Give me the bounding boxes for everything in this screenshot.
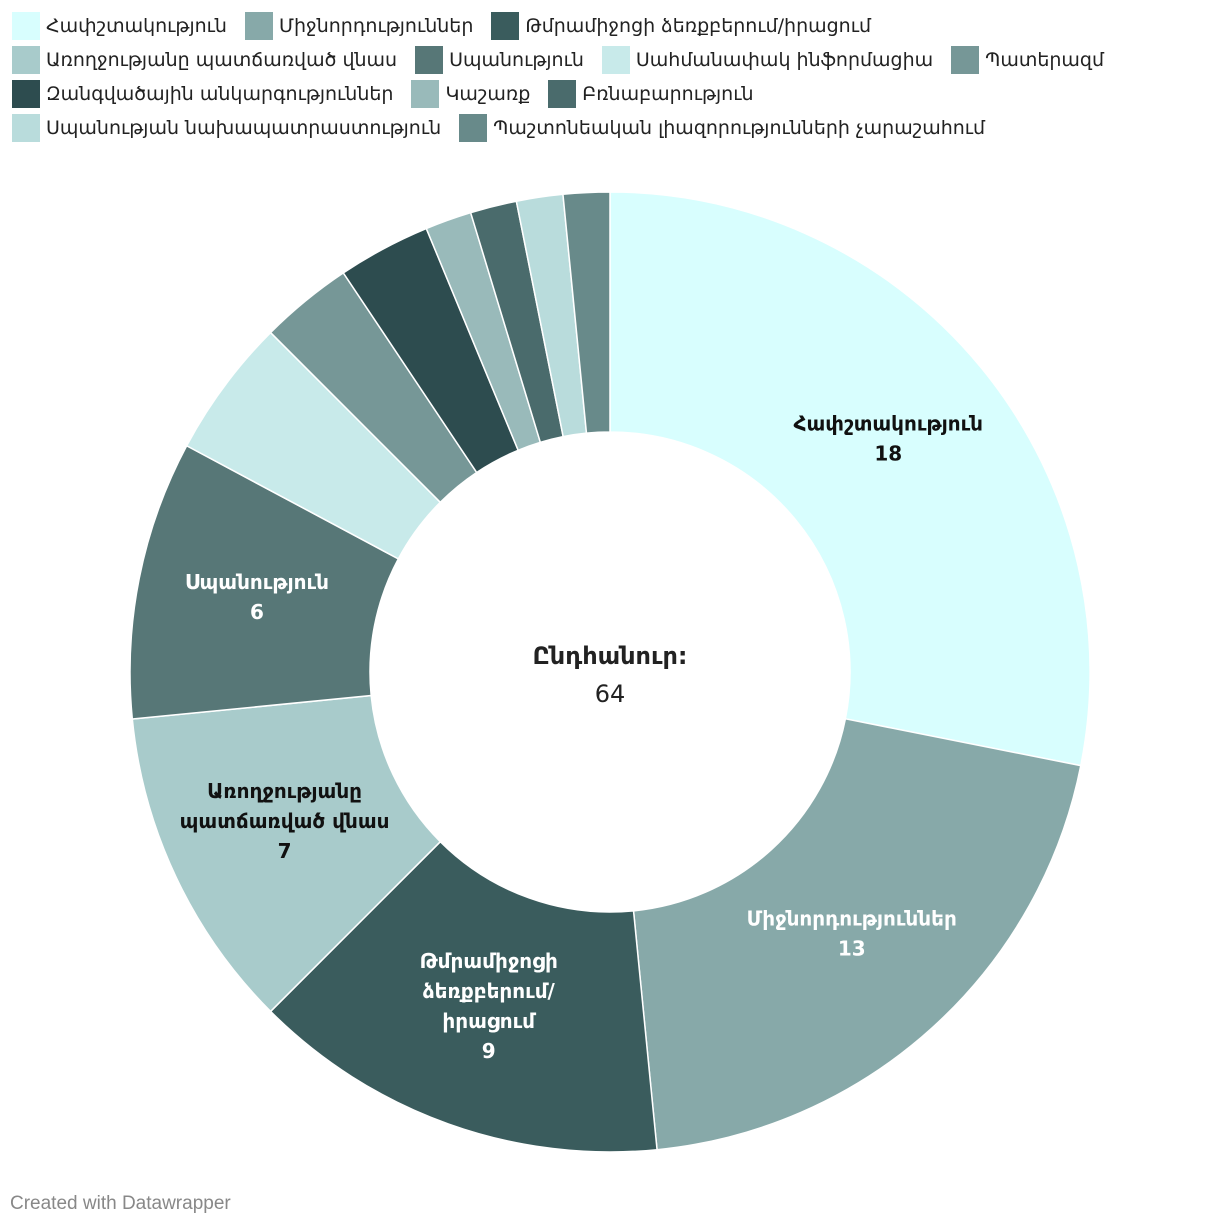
slice-name-label: պատճառված վնաս (180, 809, 390, 833)
slice-value-label: 7 (278, 839, 292, 863)
slice-name-label: Հափշտակություն (794, 412, 984, 436)
legend-label: Թմրամիջոցի ձեռքբերում/իրացում (525, 15, 872, 37)
legend-swatch (244, 12, 273, 40)
legend-item: Միջնորդություններ (244, 12, 474, 40)
donut-slice[interactable] (269, 840, 658, 1153)
legend-label: Զանգվածային անկարգություններ (46, 83, 394, 105)
legend-item: Թմրամիջոցի ձեռքբերում/իրացում (491, 12, 871, 40)
legend-item: Սահմանափակ ինֆորմացիա (601, 46, 934, 74)
legend-swatch (951, 46, 980, 74)
slice-name-label: ձեռքբերում/ (423, 979, 556, 1003)
donut-slice[interactable] (632, 717, 1082, 1151)
legend-label: Բռնաբարություն (582, 83, 754, 105)
legend-swatch (12, 80, 40, 108)
legend-swatch (411, 80, 440, 108)
donut-slice[interactable] (562, 191, 611, 434)
legend-label: Պատերազմ (985, 49, 1105, 71)
legend-swatch (548, 80, 577, 108)
legend-item: Զանգվածային անկարգություններ (12, 80, 393, 108)
legend: Հափշտակություն Միջնորդություններ Թմրամիջոց… (12, 12, 1212, 142)
legend-item: Պաշտոնեական լիազորությունների չարաշահում (459, 114, 985, 142)
slice-value-label: 13 (838, 937, 866, 961)
legend-item: Պատերազմ (951, 46, 1104, 74)
legend-label: Միջնորդություններ (278, 15, 474, 37)
legend-swatch (12, 114, 40, 142)
legend-item: Առողջությանը պատճառված վնաս (12, 46, 397, 74)
legend-label: Պաշտոնեական լիազորությունների չարաշահում (493, 117, 986, 139)
slice-name-label: իրացում (442, 1009, 536, 1033)
slice-value-label: 18 (874, 442, 902, 466)
slice-value-label: 6 (250, 600, 264, 624)
donut-slice[interactable] (129, 444, 400, 720)
legend-label: Սպանություն (449, 49, 584, 71)
legend-label: Հափշտակություն (46, 15, 227, 37)
legend-swatch (12, 46, 40, 74)
legend-swatch (12, 12, 40, 40)
slice-name-label: Միջնորդություններ (747, 907, 957, 931)
legend-item: Բռնաբարություն (548, 80, 754, 108)
legend-label: Առողջությանը պատճառված վնաս (46, 49, 398, 71)
total-value: 64 (595, 680, 626, 708)
slice-name-label: Սպանություն (185, 570, 329, 594)
legend-label: Սպանության նախապատրաստություն (46, 117, 442, 139)
legend-item: Սպանության նախապատրաստություն (12, 114, 441, 142)
donut-slice[interactable] (609, 191, 1091, 767)
legend-label: Կաշառք (445, 83, 531, 105)
slice-name-label: Թմրամիջոցի (420, 949, 558, 973)
legend-swatch (601, 46, 630, 74)
legend-swatch (415, 46, 444, 74)
slice-name-label: Առողջությանը (207, 779, 362, 803)
legend-item: Կաշառք (411, 80, 530, 108)
legend-swatch (459, 114, 488, 142)
donut-slice[interactable] (131, 694, 442, 1013)
legend-item: Հափշտակություն (12, 12, 227, 40)
legend-label: Սահմանափակ ինֆորմացիա (635, 49, 934, 71)
footer-credit: Created with Datawrapper (10, 1193, 231, 1214)
total-label: Ընդհանուր: (533, 642, 688, 670)
legend-swatch (491, 12, 520, 40)
legend-item: Սպանություն (415, 46, 584, 74)
slice-value-label: 9 (482, 1039, 496, 1063)
